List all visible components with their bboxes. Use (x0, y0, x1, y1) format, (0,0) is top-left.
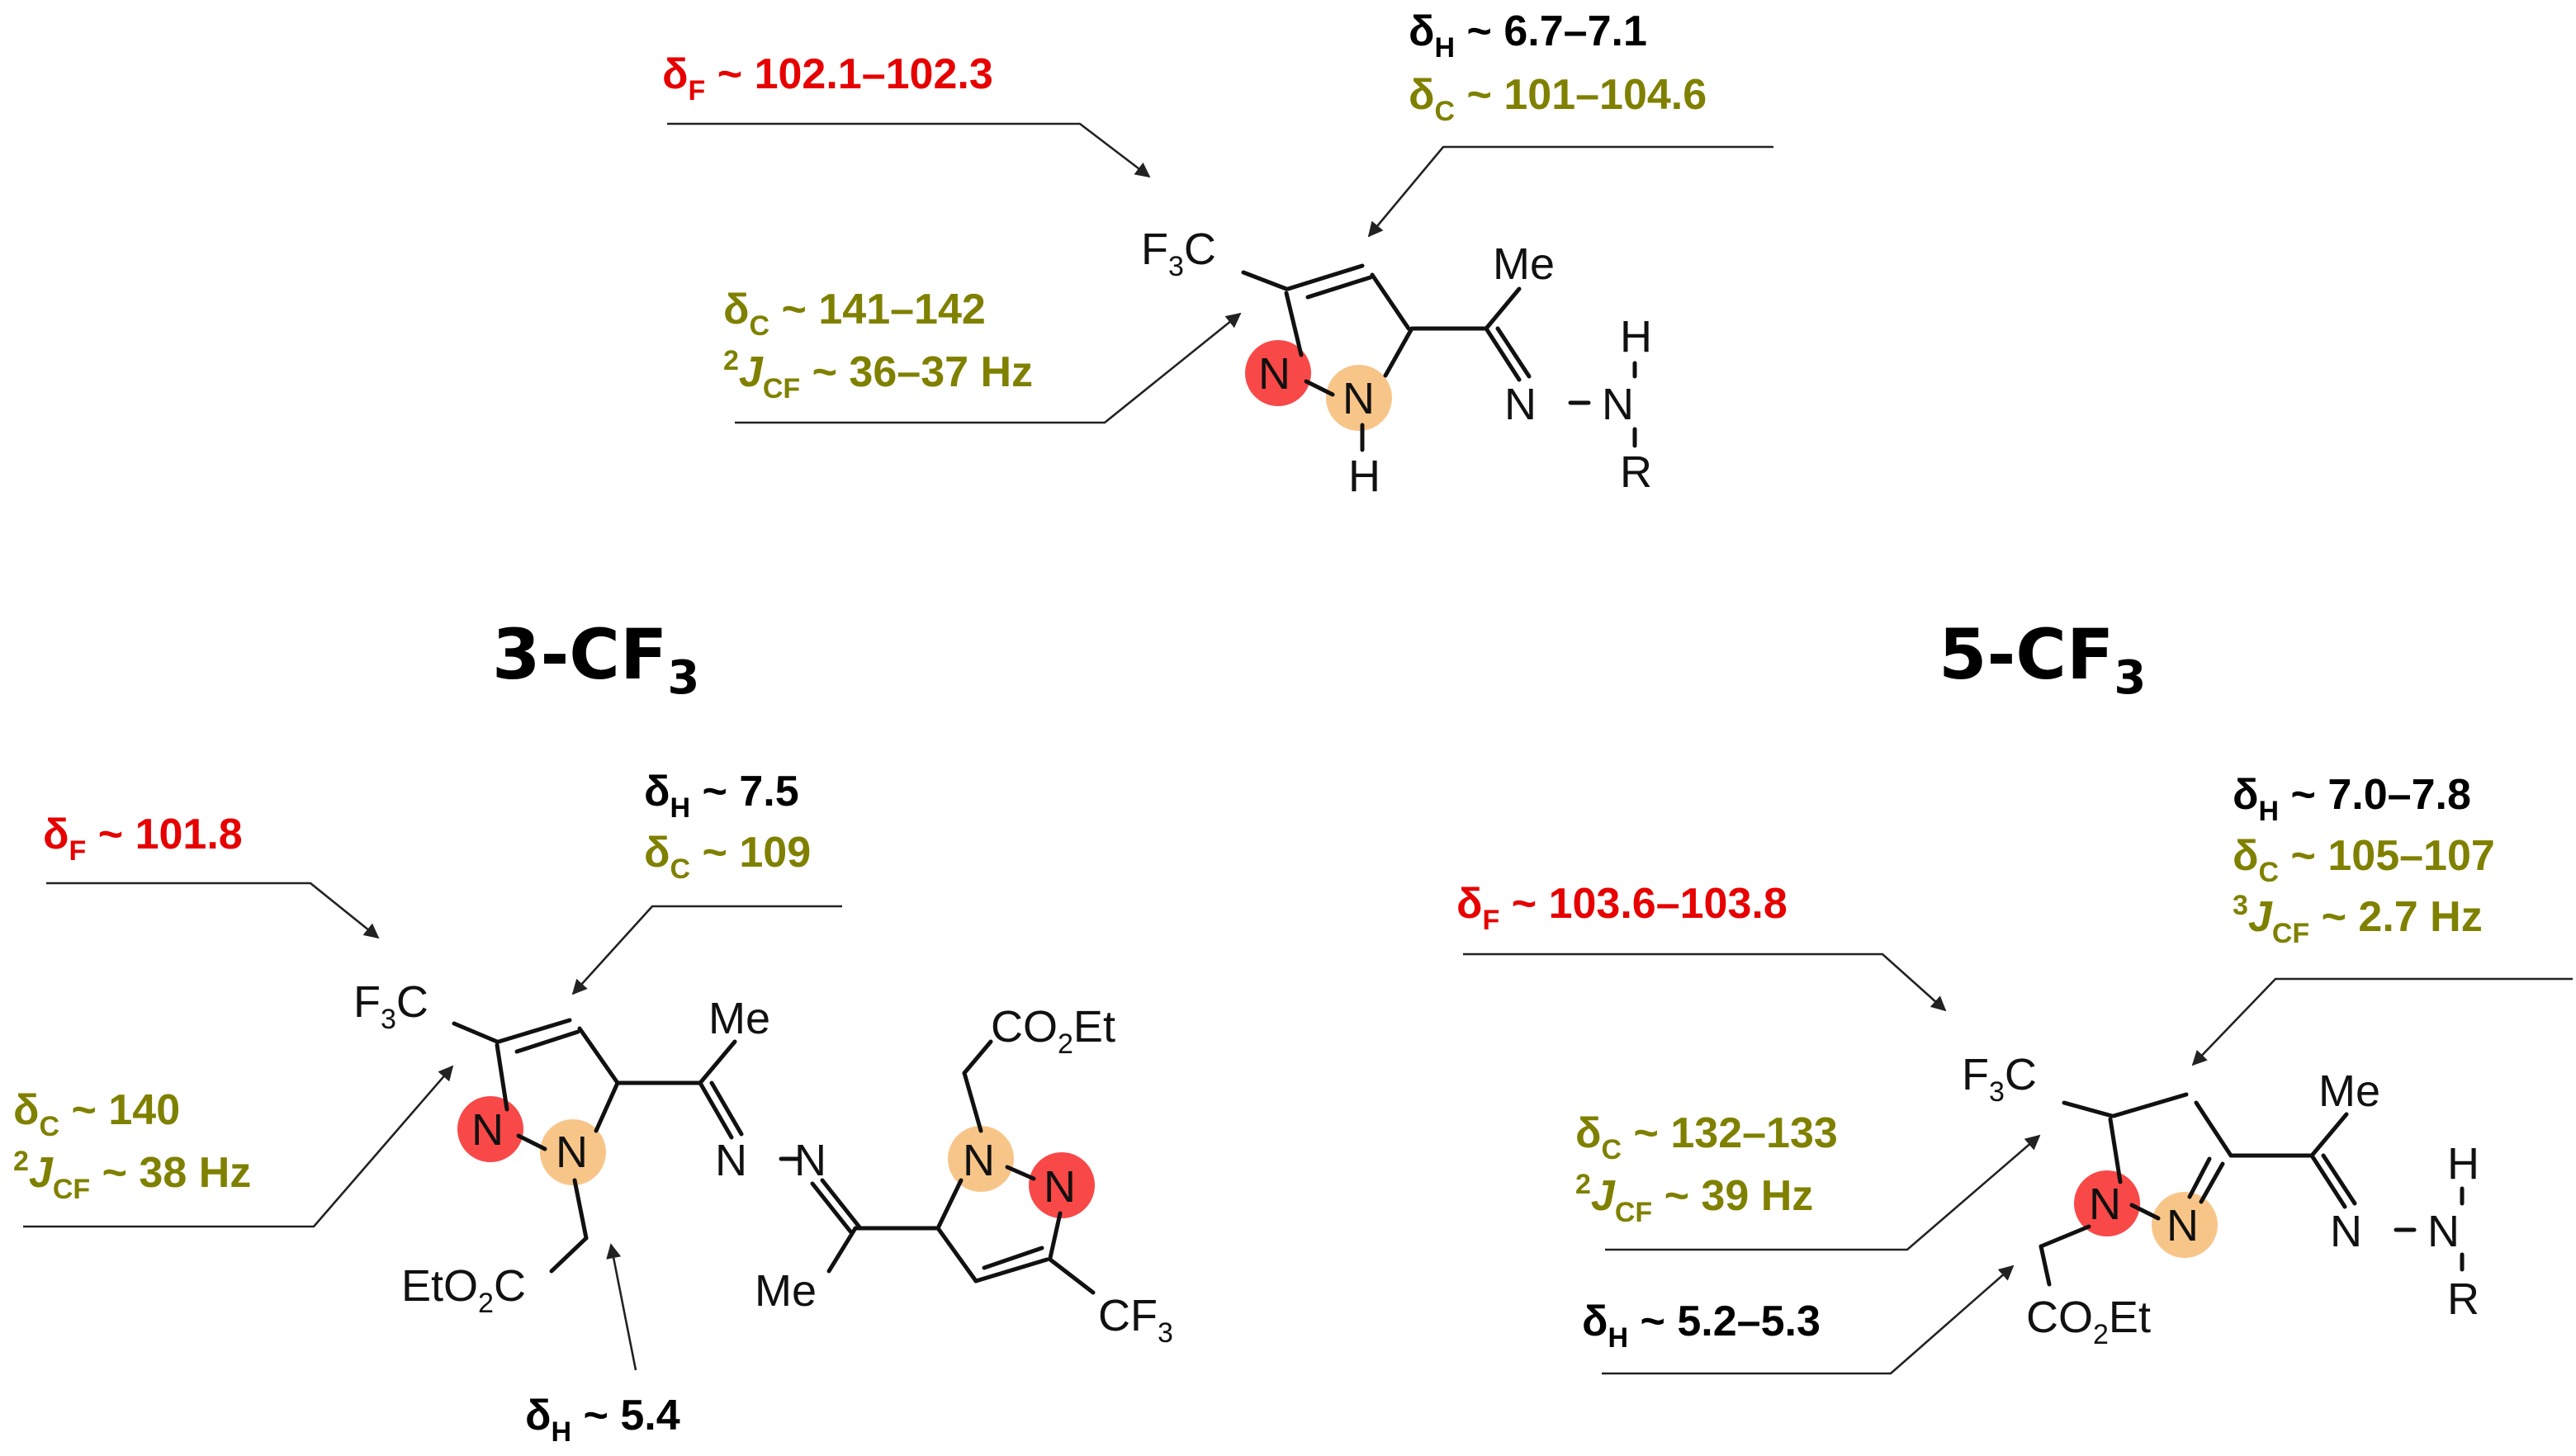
left-co2et-label: CO2Et (991, 1002, 1115, 1060)
right-r-group-label: R (2447, 1274, 2479, 1324)
top-fluorine-shift: δF ~ 102.1–102.3 (662, 50, 993, 106)
left-ch2-proton-shift: δH ~ 5.4 (525, 1392, 680, 1448)
right-fluorine-shift: δF ~ 103.6–103.8 (1456, 880, 1788, 936)
right-proton-shift: δH ~ 7.0–7.8 (2233, 771, 2471, 827)
left-azine-n1-label: N (715, 1136, 747, 1185)
right-hydrazone-h-label: H (2447, 1139, 2479, 1189)
right-molecule: F3C N N Me N N H R CO2Et (1962, 1050, 2479, 1350)
r-group-label: R (1620, 447, 1652, 497)
left-proton-shift: δH ~ 7.5 (644, 768, 799, 824)
right-annotations: δF ~ 103.6–103.8 δH ~ 7.0–7.8 δC ~ 105–1… (1456, 771, 2573, 1375)
left-cf3b-label: CF3 (1098, 1291, 1173, 1349)
top-molecule: F3C N N H Me N N H R (1141, 225, 1652, 501)
top-coupling-constant: 2JCF ~ 36–37 Hz (723, 345, 1033, 404)
left-methyl2-label: Me (755, 1266, 817, 1316)
right-hydrazone-n-label: N (2330, 1207, 2362, 1256)
left-n2b-highlight-circle (1029, 1152, 1095, 1218)
left-carbon3-shift: δC ~ 140 (13, 1086, 180, 1142)
right-n1-highlight-circle (2074, 1170, 2140, 1236)
left-azine-n2-label: N (794, 1136, 826, 1185)
left-n1b-label: N (963, 1136, 995, 1185)
right-n2-highlight-circle (2152, 1192, 2218, 1258)
left-n2b-label: N (1044, 1162, 1076, 1212)
left-n2-label: N (556, 1127, 588, 1177)
right-coupling3-constant: 3JCF ~ 2.7 Hz (2233, 890, 2483, 949)
top-proton-shift: δH ~ 6.7–7.1 (1409, 7, 1647, 64)
heading-3-cf3: 3-CF3 (492, 614, 699, 705)
right-cf3-label: F3C (1962, 1050, 2037, 1108)
left-coupling-constant: 2JCF ~ 38 Hz (13, 1146, 251, 1205)
right-n1-label: N (2089, 1179, 2121, 1229)
nh-hydrogen-label: H (1348, 451, 1380, 501)
n1-highlight-circle (1245, 340, 1311, 406)
right-coupling2-constant: 2JCF ~ 39 Hz (1575, 1169, 1813, 1228)
left-fluorine-shift: δF ~ 101.8 (43, 811, 243, 867)
hydrazone-nh-label: N (1602, 380, 1634, 429)
right-n2-label: N (2166, 1201, 2199, 1250)
right-carbon4-shift: δC ~ 105–107 (2233, 832, 2495, 888)
right-methyl-label: Me (2318, 1066, 2380, 1116)
left-annotations: δF ~ 101.8 δH ~ 7.5 δC ~ 109 δC ~ 140 2J… (13, 768, 842, 1448)
left-n1-label: N (471, 1105, 504, 1155)
top-carbon4-shift: δC ~ 101–104.6 (1409, 71, 1707, 127)
right-co2et-label: CO2Et (2026, 1293, 2151, 1350)
left-methyl-label: Me (708, 994, 770, 1043)
top-annotations: δF ~ 102.1–102.3 δH ~ 6.7–7.1 δC ~ 101–1… (662, 7, 1773, 424)
hydrazone-n-label: N (1504, 380, 1537, 429)
cf3-group-label: F3C (1141, 225, 1216, 282)
right-ch2-proton-shift: δH ~ 5.2–5.3 (1582, 1298, 1821, 1354)
n2-highlight-circle (1326, 365, 1392, 431)
left-carbon4-shift: δC ~ 109 (644, 829, 811, 885)
left-n2-highlight-circle (540, 1119, 606, 1185)
right-hydrazone-nh-label: N (2427, 1207, 2460, 1256)
left-n1b-highlight-circle (948, 1126, 1014, 1192)
top-carbon3-shift: δC ~ 141–142 (723, 286, 986, 342)
left-cf3-label: F3C (353, 977, 429, 1035)
heading-5-cf3: 5-CF3 (1939, 614, 2146, 705)
n2-atom-label: N (1342, 374, 1375, 423)
left-n1-highlight-circle (457, 1096, 523, 1162)
n1-atom-label: N (1258, 349, 1290, 399)
left-molecule: F3C N N Me N N Me N N CF3 CO2Et EtO2C (353, 977, 1173, 1349)
hydrazone-h-label: H (1620, 312, 1652, 362)
right-carbon5-shift: δC ~ 132–133 (1575, 1109, 1838, 1165)
methyl-label: Me (1493, 239, 1555, 289)
left-eto2c-label: EtO2C (401, 1261, 526, 1319)
